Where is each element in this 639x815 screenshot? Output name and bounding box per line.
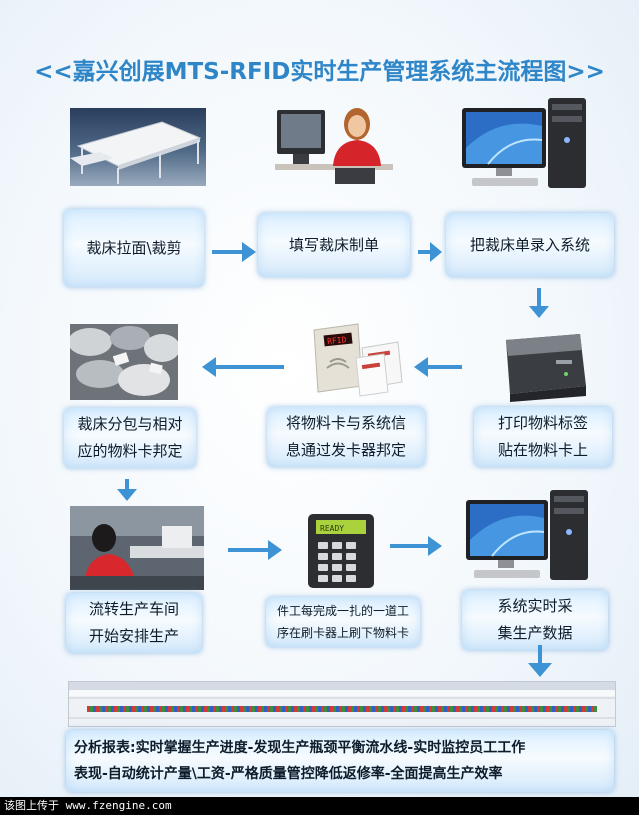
desktop-computer-image-2 xyxy=(462,488,592,584)
analysis-report-box: 分析报表:实时掌握生产进度-发现生产瓶颈平衡流水线-实时监控员工工作 表现-自动… xyxy=(66,730,614,792)
cutting-table-image xyxy=(70,108,206,186)
upload-footer: 该图上传于 www.fzengine.com xyxy=(0,797,639,815)
step-swipe-card-line1: 件工每完成一扎的一道工 xyxy=(276,604,409,618)
step-collect-data-box: 系统实时采 集生产数据 xyxy=(462,590,608,650)
step-fill-order-label: 填写裁床制单 xyxy=(288,235,379,254)
step-swipe-card-box: 件工每完成一扎的一道工 序在刷卡器上刷下物料卡 xyxy=(266,597,420,647)
step-cutting-box: 裁床拉面\裁剪 xyxy=(64,209,204,287)
step-production-line1: 流转生产车间 xyxy=(88,600,179,618)
terminal-display-text: READY xyxy=(320,524,344,533)
fabric-bundles-image xyxy=(70,324,178,400)
step-print-label-line1: 打印物料标签 xyxy=(497,414,588,432)
arrow-right-2 xyxy=(418,242,442,262)
step-enter-system-box: 把裁床单录入系统 xyxy=(446,213,614,277)
label-printer-image xyxy=(496,330,590,402)
arrow-right-4 xyxy=(390,536,442,556)
arrow-right-3 xyxy=(228,540,282,560)
analysis-report-line1: 分析报表:实时掌握生产进度-发现生产瓶颈平衡流水线-实时监控员工工作 xyxy=(74,740,526,756)
step-bind-card-line1: 将物料卡与系统信 xyxy=(285,414,406,432)
arrow-down-1 xyxy=(529,288,549,318)
reader-display-text: RFID xyxy=(327,335,347,346)
arrow-left-1 xyxy=(414,357,462,377)
step-production-box: 流转生产车间 开始安排生产 xyxy=(66,593,202,653)
step-bind-card-line2: 息通过发卡器邦定 xyxy=(285,441,406,459)
step-bundle-bind-box: 裁床分包与相对 应的物料卡邦定 xyxy=(64,408,196,468)
step-bundle-bind-line2: 应的物料卡邦定 xyxy=(77,442,183,460)
step-fill-order-box: 填写裁床制单 xyxy=(258,213,410,277)
arrow-left-2 xyxy=(202,357,284,377)
arrow-down-2 xyxy=(117,479,137,501)
report-screenshot-image xyxy=(68,681,616,727)
step-bind-card-box: 将物料卡与系统信 息通过发卡器邦定 xyxy=(267,407,425,467)
step-collect-data-line1: 系统实时采 xyxy=(497,597,573,615)
clerk-at-computer-image xyxy=(275,104,393,186)
desktop-computer-image xyxy=(458,96,590,192)
footer-label: 该图上传于 xyxy=(4,799,59,812)
arrow-right-1 xyxy=(212,242,256,262)
card-issuer-image: RFID xyxy=(300,318,404,398)
footer-url: www.fzengine.com xyxy=(59,799,172,812)
swipe-terminal-image: READY xyxy=(306,512,376,590)
step-swipe-card-line2: 序在刷卡器上刷下物料卡 xyxy=(276,626,409,640)
sewing-worker-image xyxy=(70,506,204,590)
step-enter-system-label: 把裁床单录入系统 xyxy=(469,235,590,254)
step-print-label-line2: 贴在物料卡上 xyxy=(497,441,588,459)
step-collect-data-line2: 集生产数据 xyxy=(497,624,573,642)
arrow-down-3 xyxy=(528,645,552,677)
step-print-label-box: 打印物料标签 贴在物料卡上 xyxy=(474,407,612,467)
analysis-report-line2: 表现-自动统计产量\工资-严格质量管控降低返修率-全面提高生产效率 xyxy=(74,766,503,782)
step-production-line2: 开始安排生产 xyxy=(88,627,179,645)
page-title: <<嘉兴创展MTS-RFID实时生产管理系统主流程图>> xyxy=(34,59,605,85)
step-cutting-label: 裁床拉面\裁剪 xyxy=(86,238,182,257)
step-bundle-bind-line1: 裁床分包与相对 xyxy=(77,415,183,433)
